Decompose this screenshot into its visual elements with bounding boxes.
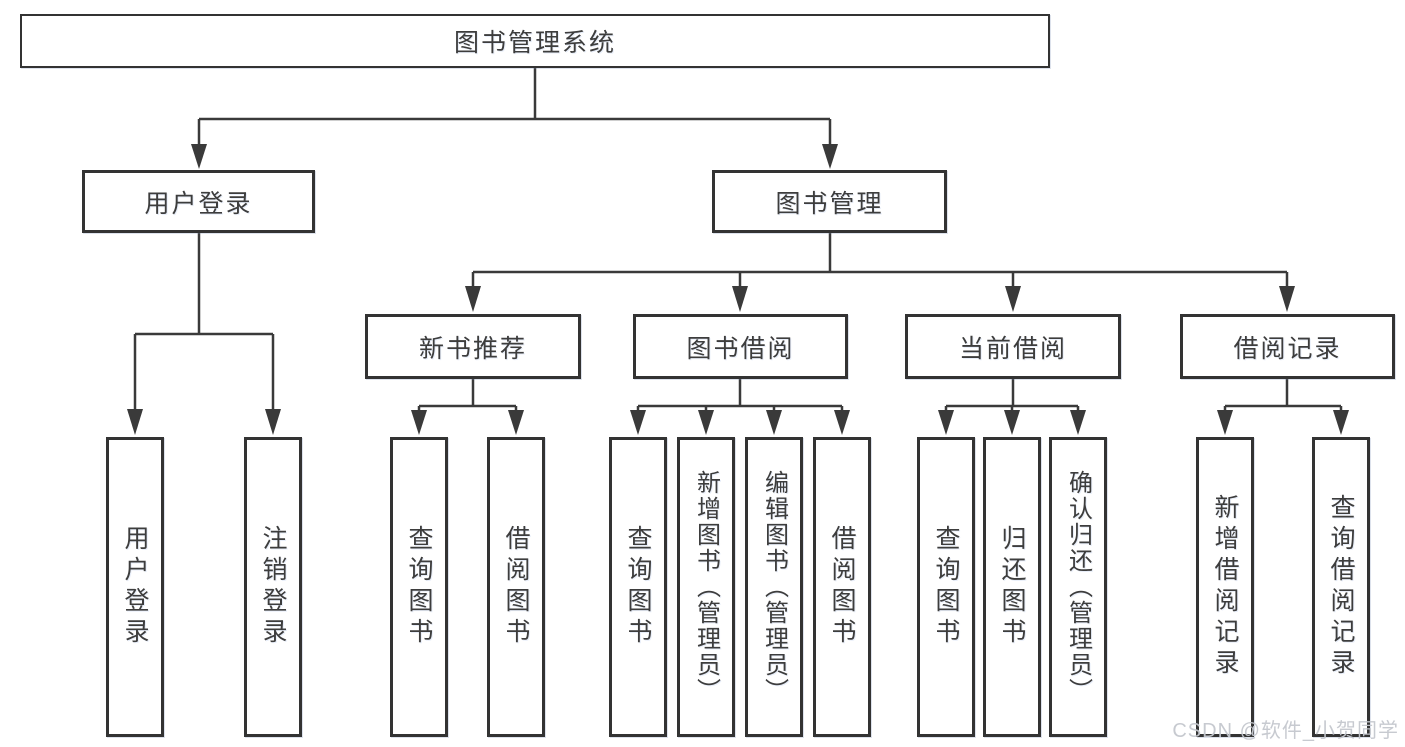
node-borrow-records: 借阅记录 — [1180, 314, 1395, 379]
leaf-add-borrow-record: 新增借阅记录 — [1196, 437, 1254, 737]
node-new-book-recommend: 新书推荐 — [365, 314, 581, 379]
leaf-edit-book-admin: 编辑图书（管理员） — [745, 437, 803, 737]
node-book-management-module: 图书管理 — [712, 170, 947, 233]
leaf-user-login: 用户登录 — [106, 437, 164, 737]
leaf-logout: 注销登录 — [244, 437, 302, 737]
leaf-return-book: 归还图书 — [983, 437, 1041, 737]
leaf-query-book-current: 查询图书 — [917, 437, 975, 737]
node-user-login-module: 用户登录 — [82, 170, 315, 233]
node-book-borrow: 图书借阅 — [633, 314, 848, 379]
leaf-query-book-borrow: 查询图书 — [609, 437, 667, 737]
leaf-borrow-book-recommend: 借阅图书 — [487, 437, 545, 737]
node-current-borrow: 当前借阅 — [905, 314, 1121, 379]
leaf-add-book-admin: 新增图书（管理员） — [677, 437, 735, 737]
leaf-confirm-return-admin: 确认归还（管理员） — [1049, 437, 1107, 737]
node-system-root: 图书管理系统 — [20, 14, 1050, 68]
leaf-query-borrow-record: 查询借阅记录 — [1312, 437, 1370, 737]
leaf-borrow-book: 借阅图书 — [813, 437, 871, 737]
csdn-watermark: CSDN @软件_小贺同学 — [1172, 720, 1399, 742]
leaf-query-book-recommend: 查询图书 — [390, 437, 448, 737]
